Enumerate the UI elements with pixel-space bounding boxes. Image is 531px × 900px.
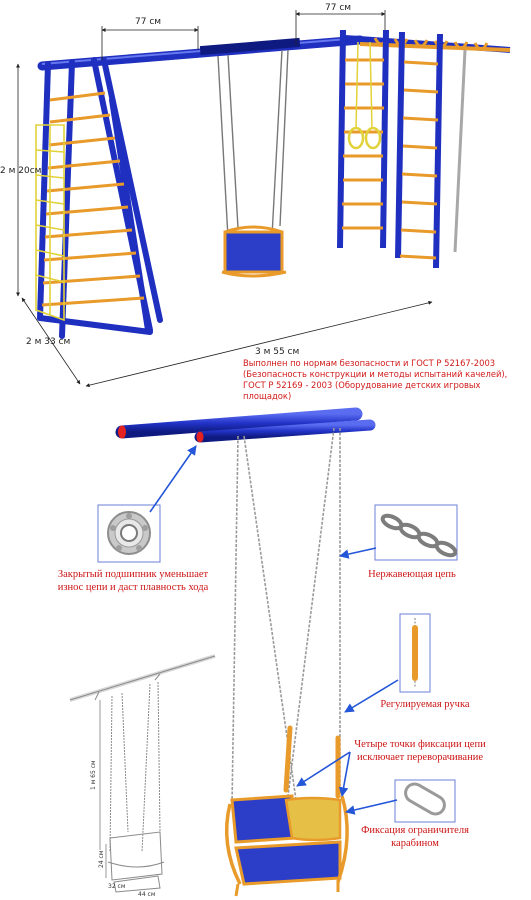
dimension-seat-depth: 32 см: [108, 883, 125, 890]
callout-bearing: Закрытый подшипник уменьшает износ цепи …: [57, 569, 209, 593]
carabiner-image: [394, 779, 456, 823]
bearing-image: [97, 504, 161, 563]
dimension-seat-height: 24 см: [98, 851, 105, 868]
dimension-height: 2 м 20см: [0, 166, 41, 176]
dimension-length: 3 м 55 см: [255, 347, 299, 357]
callout-chain: Нержавеющая цепь: [368, 569, 456, 580]
compliance-note: Выполнен по нормам безопасности и ГОСТ Р…: [243, 358, 508, 401]
technical-drawing: [69, 654, 216, 893]
dimension-lines: [16, 10, 433, 388]
callout-arrows: [149, 445, 399, 815]
dimension-seat-width: 44 см: [138, 891, 155, 898]
callout-fixation: Четыре точки фиксации цепи исключает пер…: [354, 739, 486, 763]
handle-image: [399, 613, 431, 693]
play-complex-drawing: [35, 29, 511, 339]
callout-handle: Регулируемая ручка: [380, 699, 470, 710]
callout-carabiner: Фиксация ограничителя карабином: [361, 825, 469, 849]
dimension-swing-height: 1 м 65 см: [90, 760, 97, 790]
swing-detail-drawing: [115, 407, 376, 897]
chain-image: [374, 504, 458, 561]
dimension-top-right: 77 см: [325, 3, 351, 13]
dimension-depth: 2 м 33 см: [26, 337, 70, 347]
dimension-top-left: 77 см: [135, 17, 161, 27]
